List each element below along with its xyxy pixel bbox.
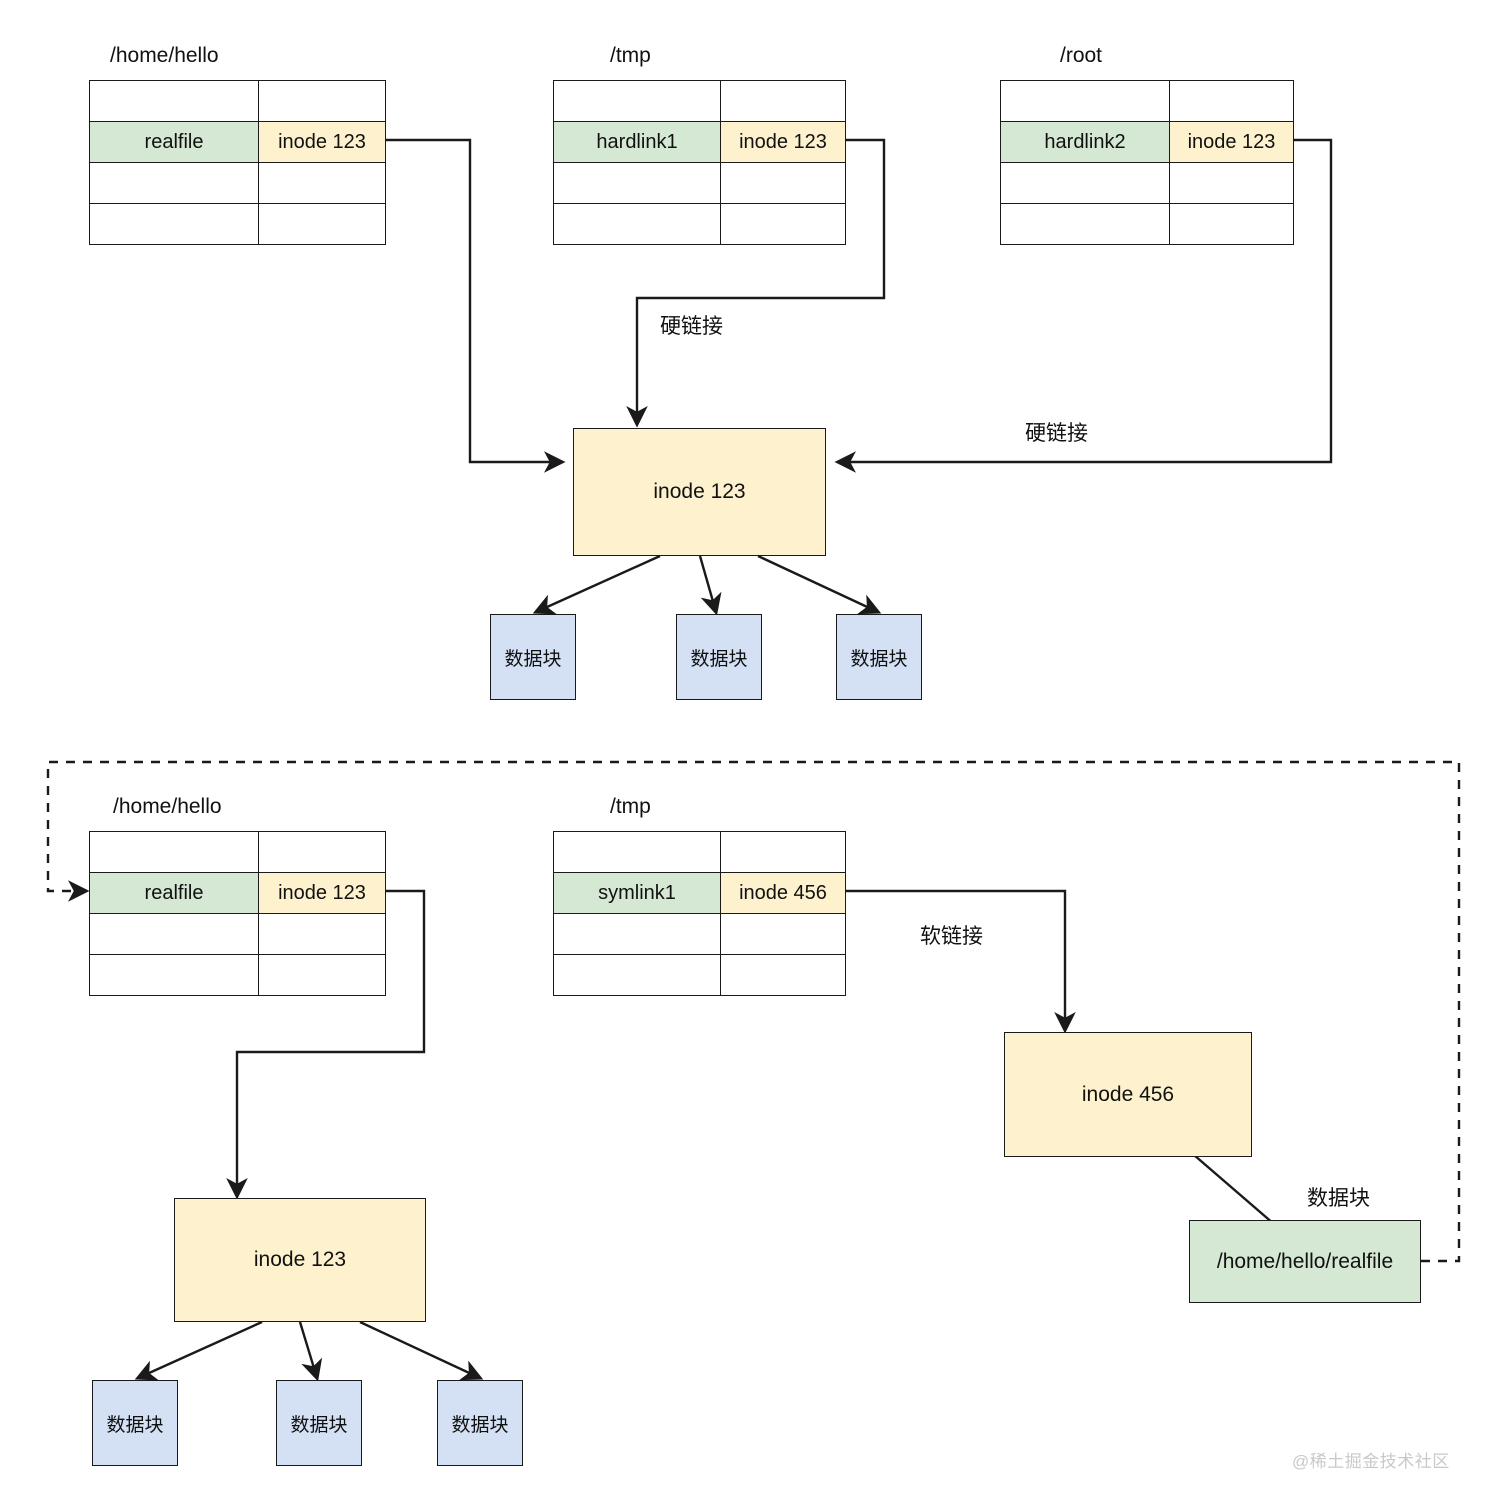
edge-label-datablock-symlink: 数据块: [1307, 1187, 1370, 1210]
empty-name-cell: [89, 80, 259, 122]
inode-ref-cell: inode 456: [720, 872, 846, 914]
table-row: [1000, 162, 1294, 204]
empty-inode-cell: [720, 913, 846, 955]
symlink-target-path-box: /home/hello/realfile: [1189, 1220, 1421, 1303]
empty-inode-cell: [258, 203, 386, 245]
empty-name-cell: [553, 831, 721, 873]
dir-title-root-top: /root: [1060, 44, 1103, 67]
dir-table-tmp-top: hardlink1 inode 123: [553, 80, 846, 245]
table-row: realfile inode 123: [89, 121, 386, 163]
empty-inode-cell: [258, 162, 386, 204]
table-row: [89, 203, 386, 245]
dir-title-tmp-top: /tmp: [610, 44, 651, 67]
file-name-cell: hardlink2: [1000, 121, 1170, 163]
empty-inode-cell: [258, 831, 386, 873]
edge-label-softlink: 软链接: [920, 925, 983, 948]
watermark: @稀土掘金技术社区: [1292, 1452, 1450, 1471]
inode-ref-cell: inode 123: [258, 872, 386, 914]
edge-label-hardlink-root: 硬链接: [1025, 422, 1088, 445]
table-row: realfile inode 123: [89, 872, 386, 914]
table-row: [553, 162, 846, 204]
empty-name-cell: [89, 913, 259, 955]
empty-name-cell: [1000, 203, 1170, 245]
inode-box-123-top: inode 123: [573, 428, 826, 556]
edge-label-hardlink-tmp: 硬链接: [660, 315, 723, 338]
empty-inode-cell: [1169, 203, 1294, 245]
empty-name-cell: [89, 203, 259, 245]
inode-box-123-bottom: inode 123: [174, 1198, 426, 1322]
dir-table-root-top: hardlink2 inode 123: [1000, 80, 1294, 245]
table-row: hardlink2 inode 123: [1000, 121, 1294, 163]
empty-inode-cell: [720, 954, 846, 996]
file-name-cell: symlink1: [553, 872, 721, 914]
table-row: [89, 831, 386, 873]
empty-inode-cell: [1169, 162, 1294, 204]
file-name-cell: realfile: [89, 121, 259, 163]
data-block: 数据块: [676, 614, 762, 700]
table-row: [553, 80, 846, 122]
table-row: [89, 954, 386, 996]
empty-name-cell: [553, 80, 721, 122]
empty-inode-cell: [720, 203, 846, 245]
file-name-cell: realfile: [89, 872, 259, 914]
dir-title-home-hello-bottom: /home/hello: [113, 795, 222, 818]
data-block: 数据块: [92, 1380, 178, 1466]
inode-ref-cell: inode 123: [1169, 121, 1294, 163]
table-row: [89, 80, 386, 122]
table-row: [553, 831, 846, 873]
file-name-cell: hardlink1: [553, 121, 721, 163]
inode-box-456: inode 456: [1004, 1032, 1252, 1157]
table-row: [553, 203, 846, 245]
table-row: [1000, 203, 1294, 245]
data-block: 数据块: [490, 614, 576, 700]
dir-title-home-hello-top: /home/hello: [110, 44, 219, 67]
empty-inode-cell: [258, 954, 386, 996]
data-block: 数据块: [437, 1380, 523, 1466]
table-row: [553, 913, 846, 955]
dir-table-home-hello-top: realfile inode 123: [89, 80, 386, 245]
inode-ref-cell: inode 123: [258, 121, 386, 163]
inode-ref-cell: inode 123: [720, 121, 846, 163]
empty-name-cell: [89, 954, 259, 996]
empty-inode-cell: [720, 80, 846, 122]
empty-inode-cell: [258, 913, 386, 955]
empty-name-cell: [1000, 162, 1170, 204]
table-row: [553, 954, 846, 996]
table-row: symlink1 inode 456: [553, 872, 846, 914]
table-row: [1000, 80, 1294, 122]
empty-name-cell: [553, 162, 721, 204]
empty-name-cell: [553, 913, 721, 955]
table-row: [89, 913, 386, 955]
empty-name-cell: [89, 831, 259, 873]
data-block: 数据块: [836, 614, 922, 700]
table-row: hardlink1 inode 123: [553, 121, 846, 163]
dir-table-tmp-bottom: symlink1 inode 456: [553, 831, 846, 996]
empty-inode-cell: [720, 162, 846, 204]
dir-title-tmp-bottom: /tmp: [610, 795, 651, 818]
empty-name-cell: [89, 162, 259, 204]
empty-inode-cell: [258, 80, 386, 122]
empty-name-cell: [1000, 80, 1170, 122]
dir-table-home-hello-bottom: realfile inode 123: [89, 831, 386, 996]
empty-inode-cell: [1169, 80, 1294, 122]
empty-name-cell: [553, 954, 721, 996]
empty-name-cell: [553, 203, 721, 245]
empty-inode-cell: [720, 831, 846, 873]
table-row: [89, 162, 386, 204]
data-block: 数据块: [276, 1380, 362, 1466]
